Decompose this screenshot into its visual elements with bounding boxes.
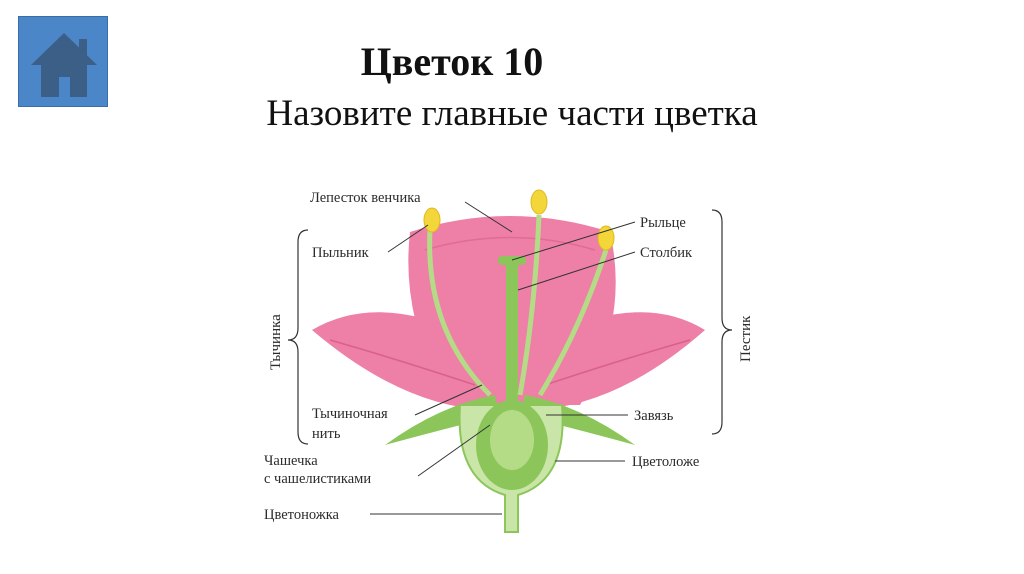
home-button[interactable] <box>18 16 108 107</box>
slide-title: Цветок 10 <box>360 39 544 84</box>
label-stigma: Рыльце <box>640 215 686 231</box>
filament-middle <box>517 214 542 396</box>
label-sepals-1: Чашечка <box>264 453 318 469</box>
label-ovary: Завязь <box>634 408 674 424</box>
flower-diagram: Лепесток венчика Пыльник Рыльце Столбик … <box>264 189 754 533</box>
leader-lines <box>370 201 636 515</box>
label-filament-2: нить <box>312 426 341 442</box>
label-petal: Лепесток венчика <box>310 190 421 206</box>
label-stamen: Тычинка <box>268 314 284 370</box>
style-shape <box>506 262 518 407</box>
home-icon <box>31 33 97 97</box>
label-receptacle: Цветоложе <box>632 454 699 470</box>
anther-middle <box>530 189 548 215</box>
label-pistil: Пестик <box>738 315 754 362</box>
filament-right <box>537 249 609 397</box>
stamen-bracket <box>287 229 309 445</box>
slide-question: Назовите главные части цветка <box>266 93 758 134</box>
label-style: Столбик <box>640 245 693 261</box>
pistil-bracket <box>711 209 733 435</box>
label-filament-1: Тычиночная <box>312 406 388 422</box>
label-sepals-2: с чашелистиками <box>264 471 371 487</box>
filament-left <box>427 229 492 397</box>
label-anther: Пыльник <box>312 245 370 261</box>
label-pedicel: Цветоножка <box>264 507 340 523</box>
anther-left <box>423 207 441 233</box>
